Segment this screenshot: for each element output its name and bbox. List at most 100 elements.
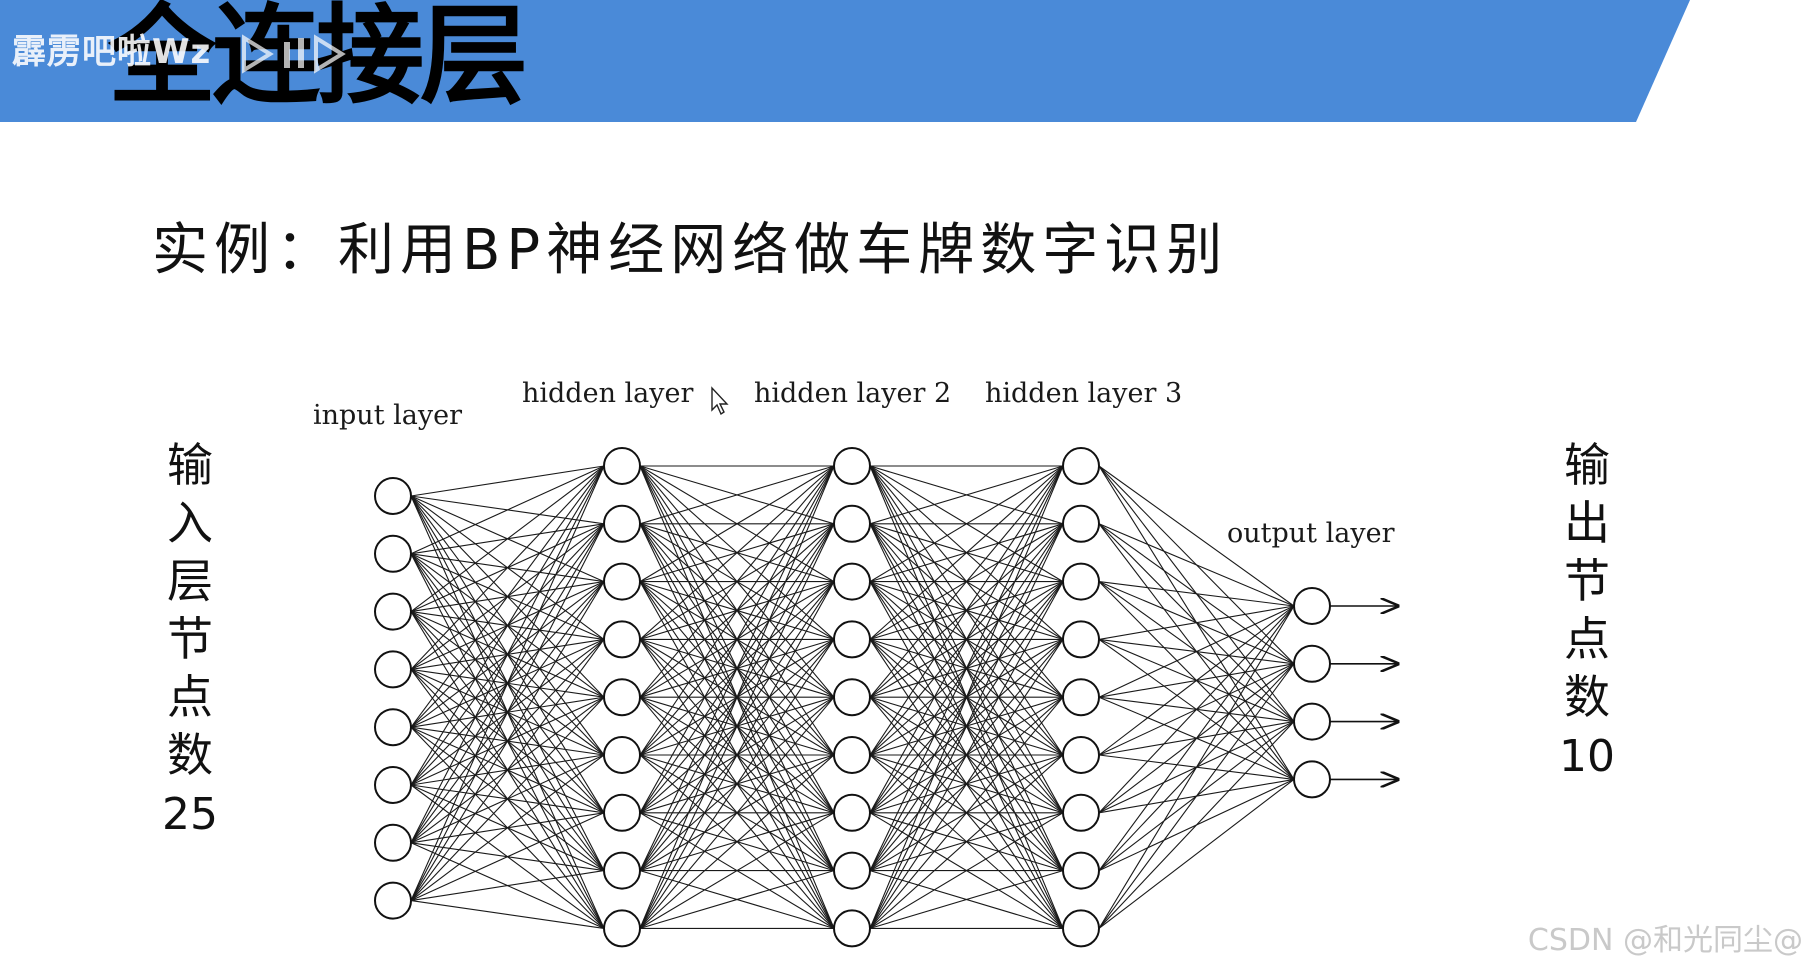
connection-edge bbox=[639, 812, 835, 929]
slide-subtitle: 实例：利用BP神经网络做车牌数字识别 bbox=[152, 218, 1229, 283]
connection-edge bbox=[410, 754, 605, 902]
connection-edge bbox=[1098, 581, 1295, 607]
neuron-node bbox=[1062, 620, 1100, 659]
connection-edge bbox=[410, 465, 605, 786]
right-char: 输 bbox=[1564, 438, 1610, 492]
neuron-node bbox=[374, 823, 412, 862]
connection-edge bbox=[1098, 778, 1295, 929]
right-char: 数 bbox=[1564, 670, 1610, 724]
connection-edge bbox=[869, 465, 1064, 698]
connection-edge bbox=[410, 870, 605, 902]
bottom-watermark: CSDN @和光同尘@ bbox=[1527, 923, 1803, 958]
output-node-count: 10 bbox=[1559, 731, 1615, 782]
left-char: 节 bbox=[167, 612, 213, 666]
neuron-node bbox=[833, 793, 871, 832]
neuron-node bbox=[374, 650, 412, 689]
banner-shape bbox=[0, 0, 1690, 122]
neuron-node bbox=[1062, 736, 1100, 774]
connection-edge bbox=[869, 465, 1064, 640]
connection-edge bbox=[410, 465, 605, 555]
neuron-node bbox=[833, 447, 871, 485]
connection-edge bbox=[410, 465, 605, 670]
connection-edge bbox=[639, 465, 835, 814]
neuron-node bbox=[603, 909, 641, 948]
neuron-node bbox=[603, 447, 641, 485]
connection-edge bbox=[1098, 605, 1295, 814]
neuron-node bbox=[374, 592, 412, 631]
connection-edge bbox=[1098, 605, 1295, 871]
connection-edge bbox=[639, 870, 835, 929]
connection-edge bbox=[410, 523, 605, 901]
neuron-node bbox=[603, 851, 641, 890]
neuron-node bbox=[1062, 447, 1100, 485]
neuron-node bbox=[374, 708, 412, 747]
connection-edge bbox=[869, 812, 1064, 929]
network-diagram: input layer hidden layer hidden layer 2 … bbox=[313, 380, 1460, 948]
connection-edge bbox=[410, 465, 605, 844]
connection-edge bbox=[639, 754, 835, 929]
connection-edge bbox=[869, 696, 1064, 929]
connection-edge bbox=[1098, 605, 1295, 756]
output-node-count-label: 输 出 节 点 数 10 bbox=[1547, 436, 1627, 786]
connection-edge bbox=[1098, 605, 1295, 640]
connection-edge bbox=[1098, 605, 1295, 929]
connection-edge bbox=[639, 523, 835, 929]
neuron-node bbox=[1062, 562, 1100, 601]
neuron-node bbox=[1293, 760, 1331, 799]
left-char: 点 bbox=[167, 670, 213, 724]
right-char: 节 bbox=[1564, 554, 1610, 608]
neuron-node bbox=[374, 534, 412, 573]
left-char: 数 bbox=[167, 728, 213, 782]
neuron-node bbox=[1293, 587, 1331, 625]
neuron-node bbox=[833, 504, 871, 543]
layer-label-hidden-2: hidden layer 2 bbox=[754, 380, 951, 409]
connection-edge bbox=[410, 581, 605, 901]
connection-edge bbox=[1098, 663, 1295, 929]
title-banner bbox=[0, 0, 1690, 122]
connection-edge bbox=[1098, 465, 1295, 607]
neuron-node bbox=[374, 477, 412, 515]
connection-edge bbox=[410, 696, 605, 901]
neuron-node bbox=[603, 620, 641, 659]
connection-edge bbox=[869, 870, 1064, 929]
neuron-node bbox=[374, 881, 412, 920]
connection-edge bbox=[869, 523, 1064, 929]
neuron-node bbox=[603, 562, 641, 601]
layer-label-hidden-1: hidden layer bbox=[522, 380, 694, 409]
neuron-node bbox=[833, 678, 871, 717]
connection-edge bbox=[639, 696, 835, 929]
connection-edge bbox=[869, 581, 1064, 929]
connection-edge bbox=[1098, 721, 1295, 929]
layer-label-hidden-3: hidden layer 3 bbox=[985, 380, 1182, 409]
right-char: 点 bbox=[1564, 612, 1610, 666]
connection-edge bbox=[869, 754, 1064, 929]
connection-edge bbox=[410, 900, 605, 929]
connection-edges bbox=[410, 465, 1295, 929]
neuron-node bbox=[603, 504, 641, 543]
neuron-node bbox=[833, 562, 871, 601]
top-watermark: 霹雳吧啦Wz bbox=[12, 24, 374, 74]
connection-edge bbox=[869, 465, 1064, 525]
play-icon bbox=[242, 33, 346, 74]
connection-edge bbox=[410, 465, 605, 613]
connection-edge bbox=[639, 465, 835, 929]
neuron-node bbox=[1062, 678, 1100, 717]
neuron-node bbox=[374, 766, 412, 804]
connection-edge bbox=[639, 465, 835, 640]
connection-edge bbox=[639, 465, 835, 583]
watermark-text: 霹雳吧啦Wz bbox=[12, 32, 212, 72]
neuron-node bbox=[833, 909, 871, 948]
neuron-node bbox=[1062, 851, 1100, 890]
neuron-node bbox=[603, 793, 641, 832]
connection-edge bbox=[869, 639, 1064, 929]
left-char: 入 bbox=[167, 496, 213, 550]
mouse-pointer-icon bbox=[711, 386, 729, 416]
layer-label-input: input layer bbox=[313, 400, 462, 431]
connection-edge bbox=[410, 465, 605, 497]
connection-edge bbox=[410, 812, 605, 902]
connection-edge bbox=[639, 581, 835, 929]
output-arrows bbox=[1330, 606, 1398, 779]
neuron-node bbox=[1062, 504, 1100, 543]
connection-edge bbox=[639, 465, 835, 756]
neuron-node bbox=[833, 851, 871, 890]
